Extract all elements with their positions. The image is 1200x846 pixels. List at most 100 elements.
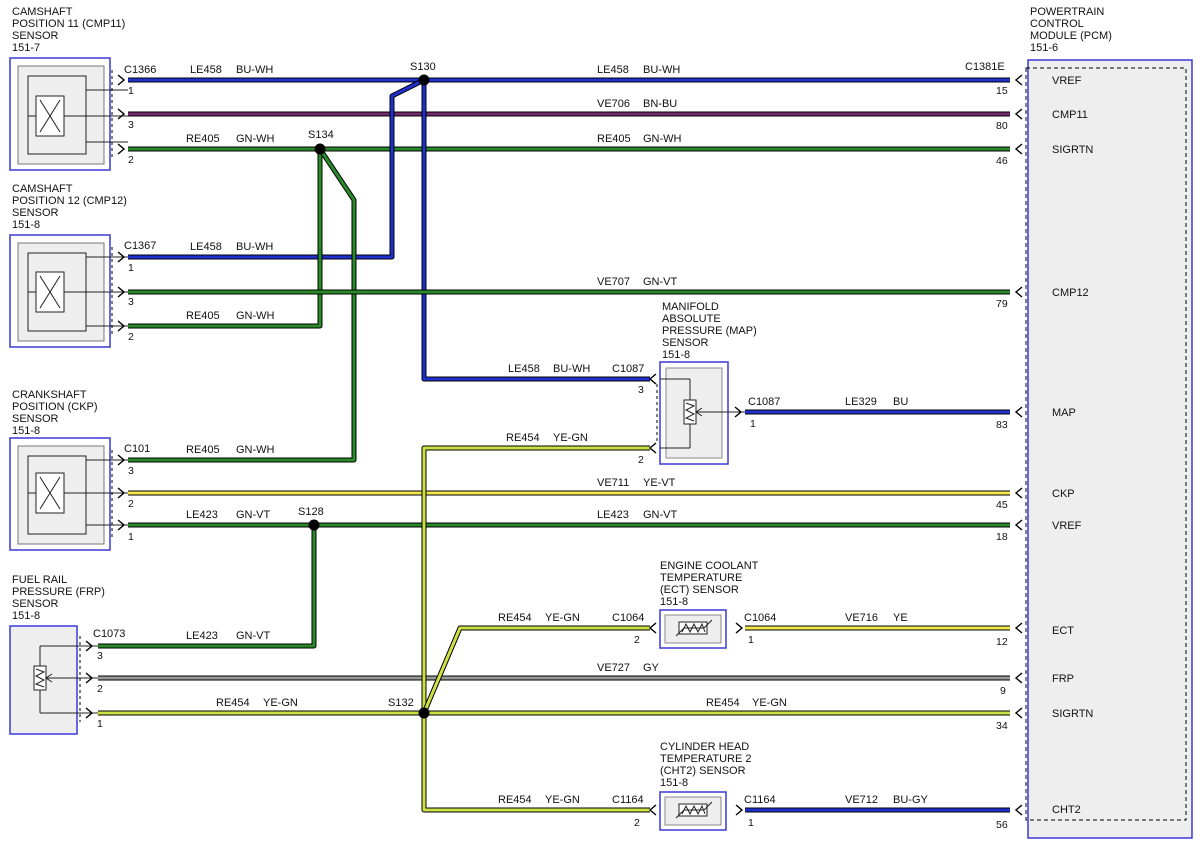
- cht2-sensor[interactable]: CYLINDER HEAD TEMPERATURE 2 (CHT2) SENSO…: [612, 741, 776, 831]
- label-ve712-color: BU-GY: [893, 794, 929, 806]
- frp-title-4: 151-8: [12, 610, 40, 622]
- cmp11-title-3: SENSOR: [12, 30, 59, 42]
- map-connector-left: C1087: [612, 363, 644, 375]
- pcm-title-4: 151-6: [1030, 42, 1058, 54]
- label-le458-2-color: BU-WH: [643, 64, 680, 76]
- pcm-pin-sigrtn-1: SIGRTN: [1052, 144, 1093, 156]
- label-ve711-circuit: VE711: [597, 477, 629, 489]
- wire-re454-cht2: [422, 713, 650, 812]
- splice-s134-label: S134: [308, 129, 334, 141]
- pcm-pin-num-79: 79: [996, 298, 1008, 310]
- pcm-pin-num-18: 18: [996, 531, 1008, 543]
- splice-s132-dot: [418, 707, 430, 719]
- frp-connector: C1073: [93, 628, 125, 640]
- label-le423-2-circuit: LE423: [597, 509, 629, 521]
- pcm-pin-num-45: 45: [996, 499, 1008, 511]
- label-le458-2-circuit: LE458: [597, 64, 629, 76]
- label-le423-1-circuit: LE423: [186, 509, 218, 521]
- frp-title-3: SENSOR: [12, 598, 59, 610]
- pcm-title-2: CONTROL: [1030, 18, 1084, 30]
- label-ve716-circuit: VE716: [845, 612, 878, 624]
- ect-title-4: 151-8: [660, 596, 688, 608]
- label-re405-2-color: GN-WH: [643, 133, 682, 145]
- pcm-pin-arrows: [1014, 74, 1023, 816]
- wire-labels: LE458 BU-WH LE458 BU-WH VE706 BN-BU RE40…: [186, 64, 929, 806]
- map-title-3: PRESSURE (MAP): [662, 325, 757, 337]
- map-title-2: ABSOLUTE: [662, 313, 721, 325]
- ckp-sensor[interactable]: CRANKSHAFT POSITION (CKP) SENSOR 151-8 C…: [9, 389, 150, 551]
- ect-title-3: (ECT) SENSOR: [660, 584, 739, 596]
- wire-re405-cmp12: [128, 149, 322, 328]
- splice-s128-label: S128: [298, 506, 324, 518]
- frp-title-2: PRESSURE (FRP): [12, 586, 105, 598]
- label-re454-1-color: YE-GN: [553, 432, 588, 444]
- cmp11-title-1: CAMSHAFT: [12, 6, 73, 18]
- label-le423-3-color: GN-VT: [236, 630, 271, 642]
- label-ve707-circuit: VE707: [597, 276, 630, 288]
- label-le458-1-color: BU-WH: [236, 64, 273, 76]
- label-re454-2-circuit: RE454: [498, 612, 532, 624]
- ect-title-1: ENGINE COOLANT: [660, 560, 759, 572]
- pcm-pin-map: MAP: [1052, 407, 1076, 419]
- label-re405-1-color: GN-WH: [236, 133, 275, 145]
- pcm-pin-num-9: 9: [1000, 685, 1006, 697]
- splice-s130-dot: [418, 74, 430, 86]
- pcm-pin-num-15: 15: [996, 85, 1008, 97]
- pcm-pin-vref-2: VREF: [1052, 520, 1082, 532]
- cmp12-title-1: CAMSHAFT: [12, 183, 73, 195]
- label-le458-1-circuit: LE458: [190, 64, 222, 76]
- frp-pin-2: 2: [97, 683, 103, 695]
- pcm-pin-num-83: 83: [996, 419, 1008, 431]
- cmp12-title-4: 151-8: [12, 219, 40, 231]
- map-connector-right: C1087: [748, 396, 780, 408]
- pcm-box: [1027, 59, 1193, 839]
- label-le423-1-color: GN-VT: [236, 509, 271, 521]
- label-re454-4-circuit: RE454: [706, 697, 740, 709]
- splice-s134-dot: [314, 143, 326, 155]
- cht2-pin-1: 1: [748, 817, 754, 829]
- frp-sensor[interactable]: FUEL RAIL PRESSURE (FRP) SENSOR 151-8 C1…: [9, 574, 125, 735]
- cht2-title-3: (CHT2) SENSOR: [660, 765, 746, 777]
- ckp-pin-2: 2: [128, 498, 134, 510]
- splice-s128-dot: [308, 519, 320, 531]
- map-sensor[interactable]: MANIFOLD ABSOLUTE PRESSURE (MAP) SENSOR …: [612, 301, 780, 466]
- pcm-pin-num-34: 34: [996, 720, 1008, 732]
- ect-title-2: TEMPERATURE: [660, 572, 742, 584]
- ect-sensor[interactable]: ENGINE COOLANT TEMPERATURE (ECT) SENSOR …: [612, 560, 776, 649]
- label-ve716-color: YE: [893, 612, 908, 624]
- map-title-4: SENSOR: [662, 337, 709, 349]
- label-le458-3-color: BU-WH: [236, 241, 273, 253]
- map-pin-3: 3: [638, 384, 644, 396]
- label-le458-4-circuit: LE458: [508, 363, 540, 375]
- label-ve706-circuit: VE706: [597, 98, 630, 110]
- label-re454-2-color: YE-GN: [545, 612, 580, 624]
- cmp12-sensor[interactable]: CAMSHAFT POSITION 12 (CMP12) SENSOR 151-…: [9, 183, 156, 348]
- label-re454-4-color: YE-GN: [752, 697, 787, 709]
- cmp11-sensor[interactable]: CAMSHAFT POSITION 11 (CMP11) SENSOR 151-…: [9, 6, 156, 171]
- pcm-pin-num-80: 80: [996, 120, 1008, 132]
- ckp-pin-3: 3: [128, 465, 134, 477]
- pcm-module[interactable]: POWERTRAIN CONTROL MODULE (PCM) 151-6 C1…: [965, 6, 1193, 839]
- label-re454-5-color: YE-GN: [545, 794, 580, 806]
- label-re454-1-circuit: RE454: [506, 432, 540, 444]
- wire-le423-frp: [98, 525, 316, 648]
- cmp12-pin-2: 2: [128, 331, 134, 343]
- pcm-title-3: MODULE (PCM): [1030, 30, 1112, 42]
- label-ve712-circuit: VE712: [845, 794, 878, 806]
- pcm-pin-sigrtn-2: SIGRTN: [1052, 708, 1093, 720]
- ect-connector-left: C1064: [612, 612, 644, 624]
- wire-re405-cmp12-outline: [128, 149, 323, 329]
- cmp11-title-2: POSITION 11 (CMP11): [12, 18, 125, 30]
- ect-pin-2: 2: [634, 634, 640, 646]
- wire-le458-map: [422, 80, 650, 381]
- splices: S130 S134 S128 S132: [298, 61, 436, 719]
- cmp11-pin-1: 1: [128, 85, 134, 97]
- ckp-title-2: POSITION (CKP): [12, 401, 98, 413]
- wire-le458-cmp12: [128, 78, 425, 259]
- label-re454-3-circuit: RE454: [216, 697, 250, 709]
- cmp11-connector: C1366: [124, 64, 156, 76]
- pcm-pin-frp: FRP: [1052, 673, 1074, 685]
- label-le329-circuit: LE329: [845, 396, 877, 408]
- pcm-pin-vref-1: VREF: [1052, 75, 1082, 87]
